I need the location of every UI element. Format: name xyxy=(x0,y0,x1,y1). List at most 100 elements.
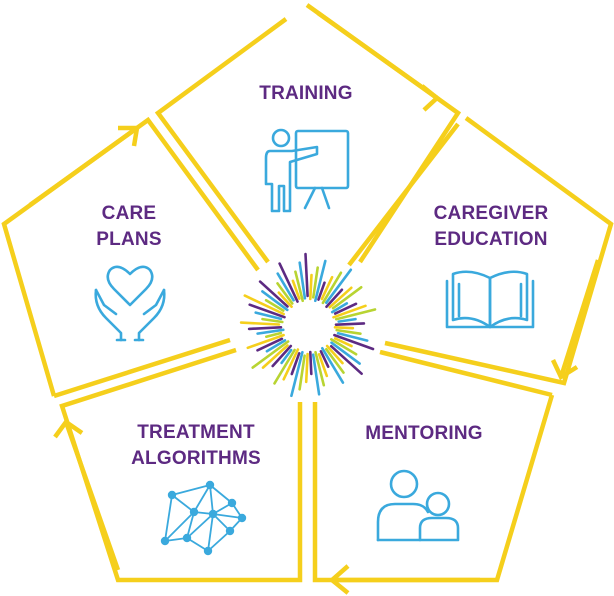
burst-ray xyxy=(334,322,366,327)
segment-labels: TRAINING CAREGIVER EDUCATION MENTORING T… xyxy=(96,83,548,469)
label-training: TRAINING xyxy=(259,83,352,104)
burst-ray xyxy=(277,291,293,309)
arrow-treatment xyxy=(53,418,84,439)
network-edge xyxy=(164,511,195,542)
label-mentoring: MENTORING xyxy=(365,423,483,444)
network-icon xyxy=(160,480,247,556)
burst-ray xyxy=(320,275,334,301)
burst-ray xyxy=(317,352,329,378)
network-edge xyxy=(171,484,211,496)
label-treatment-line1: TREATMENT xyxy=(137,422,255,443)
burst-ray xyxy=(314,350,326,387)
burst-ray xyxy=(321,271,343,305)
burst-ray xyxy=(264,298,285,312)
network-node xyxy=(160,536,170,546)
network-node xyxy=(208,509,218,519)
burst-ray xyxy=(333,333,375,351)
people-icon xyxy=(376,469,460,542)
network-edge xyxy=(186,511,195,539)
burst-ray xyxy=(329,338,358,356)
burst-ray xyxy=(264,331,283,339)
burst-ray xyxy=(308,350,313,376)
burst-ray xyxy=(261,290,289,312)
burst-ray xyxy=(256,337,284,352)
burst-ray xyxy=(261,344,289,369)
arrow-caregiver-shaft xyxy=(558,259,601,378)
segment-outline-caregiver xyxy=(384,116,614,386)
segment-outline-treatment xyxy=(59,347,303,583)
burst-ray xyxy=(280,348,293,365)
burst-ray xyxy=(333,325,355,330)
burst-ray xyxy=(239,321,281,326)
arrow-treatment-shaft xyxy=(63,421,121,571)
burst-ray xyxy=(330,302,349,314)
burst-ray xyxy=(271,344,293,368)
segment-outline-mentoring-inner xyxy=(379,349,553,398)
network-edge xyxy=(207,530,231,552)
center-burst xyxy=(239,252,377,398)
center-circle xyxy=(285,302,333,350)
open-book-icon xyxy=(445,270,535,329)
burst-ray xyxy=(325,344,344,365)
network-edge xyxy=(164,494,173,542)
network-edge xyxy=(209,484,233,504)
arrow-training-shaft xyxy=(316,11,439,100)
network-node xyxy=(182,533,192,543)
burst-ray xyxy=(276,272,295,302)
burst-ray xyxy=(308,273,313,301)
burst-ray xyxy=(251,340,290,369)
presenter-board-icon xyxy=(264,128,350,213)
burst-ray xyxy=(278,262,299,303)
burst-ray xyxy=(276,282,294,305)
network-edge xyxy=(207,513,214,552)
burst-ray xyxy=(333,302,358,315)
burst-ray xyxy=(329,344,363,376)
label-careplans-line1: CARE xyxy=(102,203,157,224)
label-caregiver-line1: CAREGIVER xyxy=(434,203,549,224)
burst-ray xyxy=(258,280,289,308)
burst-ray xyxy=(313,259,327,303)
label-caregiver-line2: EDUCATION xyxy=(434,229,547,250)
network-node xyxy=(189,507,199,517)
burst-ray xyxy=(246,333,285,350)
burst-ray xyxy=(328,286,353,309)
arrow-careplans-shaft xyxy=(28,126,139,207)
network-edge xyxy=(209,484,214,515)
burst-ray xyxy=(282,348,300,381)
burst-ray xyxy=(248,303,286,319)
burst-ray xyxy=(273,348,296,385)
network-node xyxy=(167,490,177,500)
burst-ray xyxy=(243,294,286,316)
label-careplans-line2: PLANS xyxy=(96,229,161,250)
burst-ray xyxy=(304,252,309,298)
burst-ray xyxy=(247,325,283,331)
network-edge xyxy=(212,513,243,519)
network-node xyxy=(203,546,213,556)
segment-outline-careplans-inner xyxy=(53,337,231,399)
segment-outlines xyxy=(1,3,614,595)
network-edge xyxy=(171,494,195,513)
burst-ray xyxy=(304,352,309,384)
burst-ray xyxy=(256,328,285,335)
burst-ray xyxy=(294,270,305,303)
heart-in-hands-icon xyxy=(94,265,166,342)
burst-ray xyxy=(298,261,307,300)
burst-ray xyxy=(325,288,344,309)
burst-ray xyxy=(324,268,353,305)
burst-ray xyxy=(332,304,367,319)
burst-ray xyxy=(265,339,287,353)
burst-ray xyxy=(311,353,321,396)
network-node xyxy=(237,513,247,523)
burst-ray xyxy=(290,350,304,398)
network-edge xyxy=(186,513,214,539)
network-node xyxy=(225,526,235,536)
burst-ray xyxy=(330,341,361,365)
label-treatment-line2: ALGORITHMS xyxy=(131,448,261,469)
network-node xyxy=(227,498,237,508)
burst-ray xyxy=(324,347,345,374)
burst-ray xyxy=(261,317,284,324)
segment-outline-training-left xyxy=(154,17,288,264)
burst-ray xyxy=(336,331,369,342)
burst-ray xyxy=(334,308,377,321)
